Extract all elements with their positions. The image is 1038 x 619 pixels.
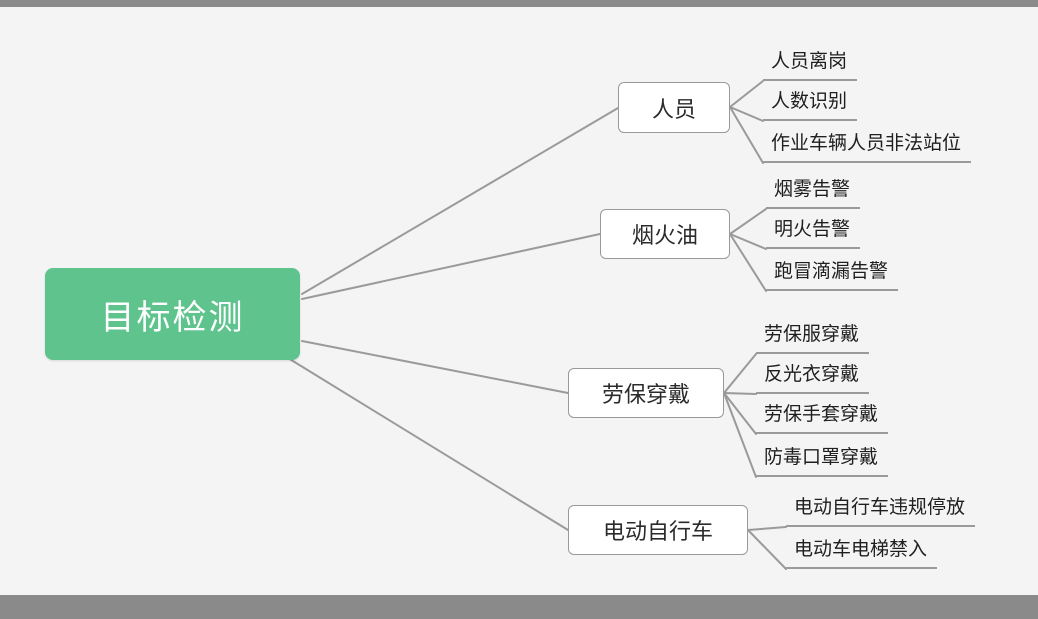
root-node-target-detection[interactable]: 目标检测 [45,268,300,360]
leaf-node-smoke-alarm[interactable]: 烟雾告警 [766,178,861,209]
leaf-node-people-counting[interactable]: 人数识别 [763,90,858,121]
leaf-node-ebike-elevator-ban[interactable]: 电动车电梯禁入 [786,538,938,569]
window-edge-bottom [0,595,1038,619]
leaf-node-open-flame-alarm[interactable]: 明火告警 [766,218,861,249]
leaf-node-work-clothes-wearing[interactable]: 劳保服穿戴 [756,323,870,354]
leaf-node-person-off-post[interactable]: 人员离岗 [763,50,858,81]
leaf-node-illegal-standing-on-vehicle[interactable]: 作业车辆人员非法站位 [763,132,972,163]
leaf-node-leakage-alarm[interactable]: 跑冒滴漏告警 [766,260,899,291]
branch-node-ppe-wearing[interactable]: 劳保穿戴 [568,368,724,418]
leaf-node-ebike-illegal-parking[interactable]: 电动自行车违规停放 [786,496,976,527]
window-edge-top [0,0,1038,7]
leaf-node-gas-mask-wearing[interactable]: 防毒口罩穿戴 [756,446,889,477]
branch-node-electric-bicycle[interactable]: 电动自行车 [568,505,748,555]
branch-node-personnel[interactable]: 人员 [618,82,730,133]
leaf-node-reflective-vest-wearing[interactable]: 反光衣穿戴 [756,363,870,394]
branch-node-smoke-fire-oil[interactable]: 烟火油 [600,209,730,259]
leaf-node-protective-gloves-wearing[interactable]: 劳保手套穿戴 [756,403,889,434]
